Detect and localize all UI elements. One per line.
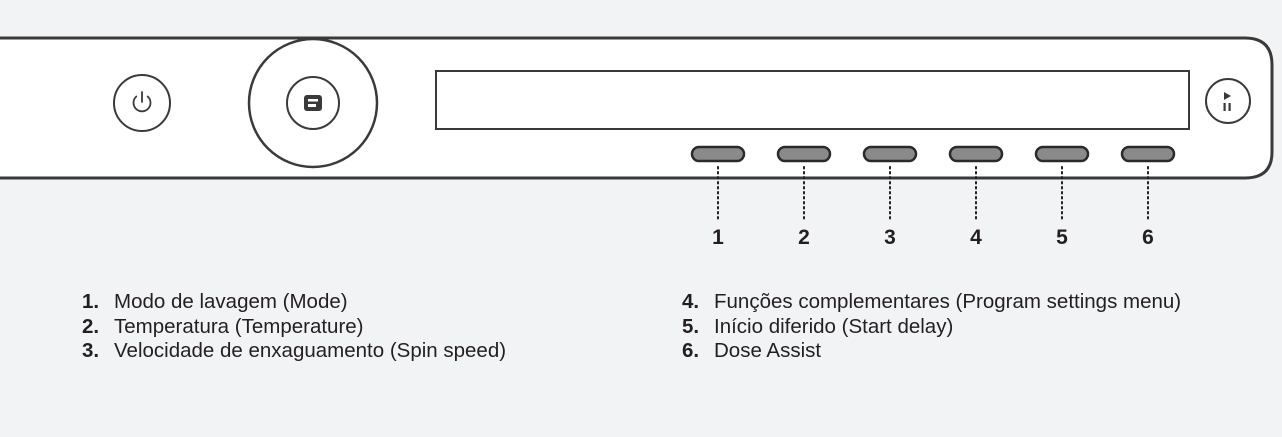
callout-lines [717, 166, 1149, 222]
legend-number: 4. [682, 290, 700, 313]
function-button-3[interactable] [862, 145, 918, 163]
legend-item-3: 3. Velocidade de enxaguamento (Spin speed… [82, 339, 506, 364]
legend-item-1: 1. Modo de lavagem (Mode) [82, 290, 506, 315]
callout-number-5: 5 [1056, 226, 1068, 249]
power-icon [132, 91, 152, 113]
program-dial[interactable] [247, 37, 379, 169]
legend-item-5: 5. Início diferido (Start delay) [682, 315, 1282, 340]
legend-number: 2. [82, 314, 100, 338]
function-button-2[interactable] [776, 145, 832, 163]
power-button[interactable] [113, 74, 171, 132]
legend-number: 6. [682, 339, 700, 362]
legend-text: Dose Assist [714, 339, 822, 362]
function-buttons [690, 145, 1176, 163]
play-pause-icon [1223, 92, 1231, 111]
callout-number-4: 4 [970, 226, 982, 249]
legend-item-2: 2. Temperatura (Temperature) [82, 315, 506, 340]
callout-number-6: 6 [1142, 226, 1154, 249]
callout-number-3: 3 [884, 226, 896, 249]
legend-number: 3. [82, 339, 100, 362]
legend-number: 1. [82, 290, 100, 313]
legend-number: 5. [682, 314, 700, 338]
start-pause-button[interactable] [1205, 78, 1251, 124]
function-button-1[interactable] [690, 145, 746, 163]
function-button-4[interactable] [948, 145, 1004, 163]
legend-item-6: 6. Dose Assist [682, 339, 1282, 364]
function-button-6[interactable] [1120, 145, 1176, 163]
legend-column-right: 4. Funções complementares (Program settin… [682, 290, 1282, 364]
legend-text: Início diferido (Start delay) [714, 314, 954, 338]
legend-column-left: 1. Modo de lavagem (Mode) 2. Temperatura (… [82, 290, 506, 364]
callout-number-1: 1 [712, 226, 724, 249]
callout-number-2: 2 [798, 226, 810, 249]
auto-dose-icon [304, 95, 322, 111]
legend-item-4: 4. Funções complementares (Program settin… [682, 290, 1282, 315]
legend-text: Temperatura (Temperature) [114, 314, 364, 338]
display-screen [435, 70, 1190, 130]
function-button-5[interactable] [1034, 145, 1090, 163]
legend-text: Modo de lavagem (Mode) [114, 290, 348, 313]
legend-text: Funções complementares (Program settings… [714, 290, 1182, 313]
legend-text: Velocidade de enxaguamento (Spin speed) [114, 339, 507, 362]
